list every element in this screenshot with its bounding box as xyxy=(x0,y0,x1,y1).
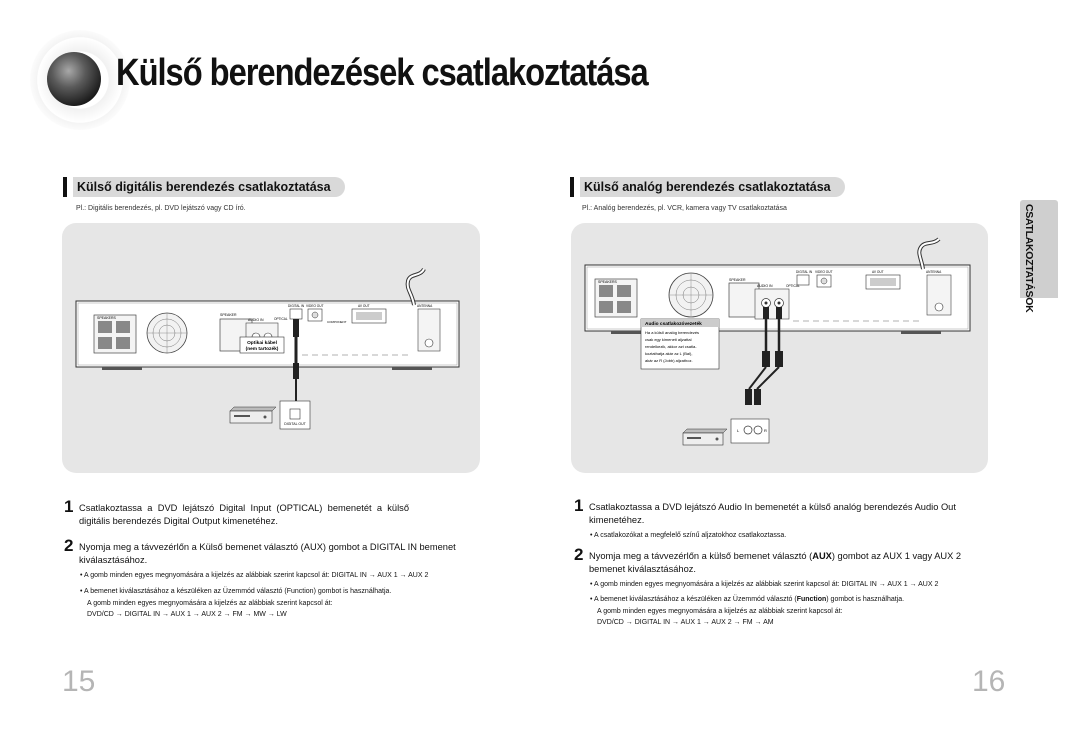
step-number: 2 xyxy=(574,545,584,564)
disc-icon xyxy=(47,52,101,106)
side-tab: CSATLAKOZTATÁSOK xyxy=(1020,200,1058,312)
svg-text:ANTENNA: ANTENNA xyxy=(417,304,433,308)
svg-text:DIGITAL IN: DIGITAL IN xyxy=(796,270,813,274)
svg-text:SPEAKERS: SPEAKERS xyxy=(598,280,618,284)
svg-text:ANTENNA: ANTENNA xyxy=(926,270,942,274)
callout-title: Audio csatlakozóvezeték xyxy=(645,321,702,327)
cable-label-2: (nem tartozék) xyxy=(246,346,279,352)
heading-bar xyxy=(570,177,574,197)
left-diagram-panel: SPEAKERS SPEAKER AUDIO IN DIGITAL IN OPT… xyxy=(62,223,480,473)
left-note-3: A gomb minden egyes megnyomására a kijel… xyxy=(87,600,333,607)
svg-text:OPTICAL: OPTICAL xyxy=(274,317,288,321)
digital-out-label: DIGITAL OUT xyxy=(284,422,306,426)
step-text-part: ) gombot az AUX 1 vagy AUX 2 bemenet kiv… xyxy=(589,551,962,574)
right-diagram-panel: SPEAKERS SPEAKER AUDIO IN DIGITAL IN OPT… xyxy=(571,223,988,473)
svg-text:AUDIO IN: AUDIO IN xyxy=(248,318,264,322)
svg-text:AV OUT: AV OUT xyxy=(872,270,884,274)
step-text-part: Nyomja meg a távvezérlőn a külső bemenet… xyxy=(589,551,813,561)
left-step-2: 2 Nyomja meg a távvezérlőn a Külső bemen… xyxy=(64,537,479,567)
jack-l-label: L xyxy=(737,428,740,433)
page-number-right: 16 xyxy=(972,665,1006,698)
digital-connection-diagram: SPEAKERS SPEAKER AUDIO IN DIGITAL IN OPT… xyxy=(75,267,460,430)
right-step-1: 1 Csatlakoztassa a DVD lejátszó Audio In… xyxy=(574,497,982,527)
heading-bar xyxy=(63,177,67,197)
external-dvd-player xyxy=(229,406,277,424)
step-number: 1 xyxy=(64,497,74,516)
right-subtitle: Pl.: Analóg berendezés, pl. VCR, kamera … xyxy=(582,205,787,212)
left-note-2: • A bemenet kiválasztásához a készüléken… xyxy=(80,588,392,595)
left-step-1: 1 Csatlakoztassa a DVD lejátszó Digital … xyxy=(64,498,409,528)
callout-line: rendelkezik, akkor azt csatla- xyxy=(645,344,697,349)
callout-line: csak egy kimeneti aljzattal xyxy=(645,337,692,342)
left-heading-text: Külső digitális berendezés csatlakoztatá… xyxy=(73,177,345,197)
left-note-4: DVD/CD → DIGITAL IN → AUX 1 → AUX 2 → FM… xyxy=(87,611,287,618)
right-note-0: • A csatlakozókat a megfelelő színű aljz… xyxy=(590,532,787,539)
svg-text:SPEAKER: SPEAKER xyxy=(220,313,237,317)
svg-text:AUDIO IN: AUDIO IN xyxy=(757,284,773,288)
external-analog-device xyxy=(682,428,728,446)
step-text: Nyomja meg a távvezérlőn a külső bemenet… xyxy=(589,550,989,576)
svg-text:COMPONENT: COMPONENT xyxy=(327,320,347,324)
step-text-bold: AUX xyxy=(812,551,832,561)
svg-text:OPTICAL: OPTICAL xyxy=(786,284,800,288)
left-subtitle: Pl.: Digitális berendezés, pl. DVD leját… xyxy=(76,205,246,212)
right-step-2: 2 Nyomja meg a távvezérlőn a külső bemen… xyxy=(574,546,989,576)
jack-r-label: R xyxy=(764,428,767,433)
receiver-back-panel: SPEAKERS SPEAKER AUDIO IN DIGITAL IN OPT… xyxy=(75,300,460,370)
left-section-heading: Külső digitális berendezés csatlakoztatá… xyxy=(63,176,345,198)
note-bold: Function xyxy=(796,596,827,603)
right-note-1: • A gomb minden egyes megnyomására a kij… xyxy=(590,581,939,588)
right-section-heading: Külső analóg berendezés csatlakoztatása xyxy=(570,176,845,198)
right-note-2: • A bemenet kiválasztásához a készüléken… xyxy=(590,594,904,606)
step-text: Nyomja meg a távvezérlőn a Külső bemenet… xyxy=(79,542,456,565)
right-note-4: DVD/CD → DIGITAL IN → AUX 1 → AUX 2 → FM… xyxy=(597,619,774,626)
svg-text:SPEAKER: SPEAKER xyxy=(729,278,746,282)
step-text: Csatlakoztassa a DVD lejátszó Digital In… xyxy=(79,503,409,526)
step-number: 1 xyxy=(574,496,584,515)
step-number: 2 xyxy=(64,536,74,555)
side-tab-label: CSATLAKOZTATÁSOK xyxy=(1023,204,1035,313)
callout-line: Ha a külső analóg berendezés xyxy=(645,330,699,335)
page-title: Külső berendezések csatlakoztatása xyxy=(116,52,649,94)
cable-label-1: Optikai kábel xyxy=(247,340,277,346)
right-heading-text: Külső analóg berendezés csatlakoztatása xyxy=(580,177,845,197)
step-text: Csatlakoztassa a DVD lejátszó Audio In b… xyxy=(589,502,956,525)
right-note-3: A gomb minden egyes megnyomására a kijel… xyxy=(597,608,843,615)
left-note-1: • A gomb minden egyes megnyomására a kij… xyxy=(80,572,429,579)
note-part: ) gombot is használhatja. xyxy=(826,596,905,603)
page-number-left: 15 xyxy=(62,665,96,698)
note-part: • A bemenet kiválasztásához a készüléken… xyxy=(590,596,797,603)
svg-text:SPEAKERS: SPEAKERS xyxy=(97,316,117,320)
svg-text:VIDEO OUT: VIDEO OUT xyxy=(815,270,833,274)
analog-connection-diagram: SPEAKERS SPEAKER AUDIO IN DIGITAL IN OPT… xyxy=(584,237,971,446)
svg-text:AV OUT: AV OUT xyxy=(358,304,370,308)
callout-line: koztathatja akár az L (Bal), xyxy=(645,351,692,356)
svg-text:DIGITAL IN: DIGITAL IN xyxy=(288,304,305,308)
svg-text:VIDEO OUT: VIDEO OUT xyxy=(306,304,324,308)
callout-line: akár az R (Jobb) aljzathoz. xyxy=(645,358,693,363)
